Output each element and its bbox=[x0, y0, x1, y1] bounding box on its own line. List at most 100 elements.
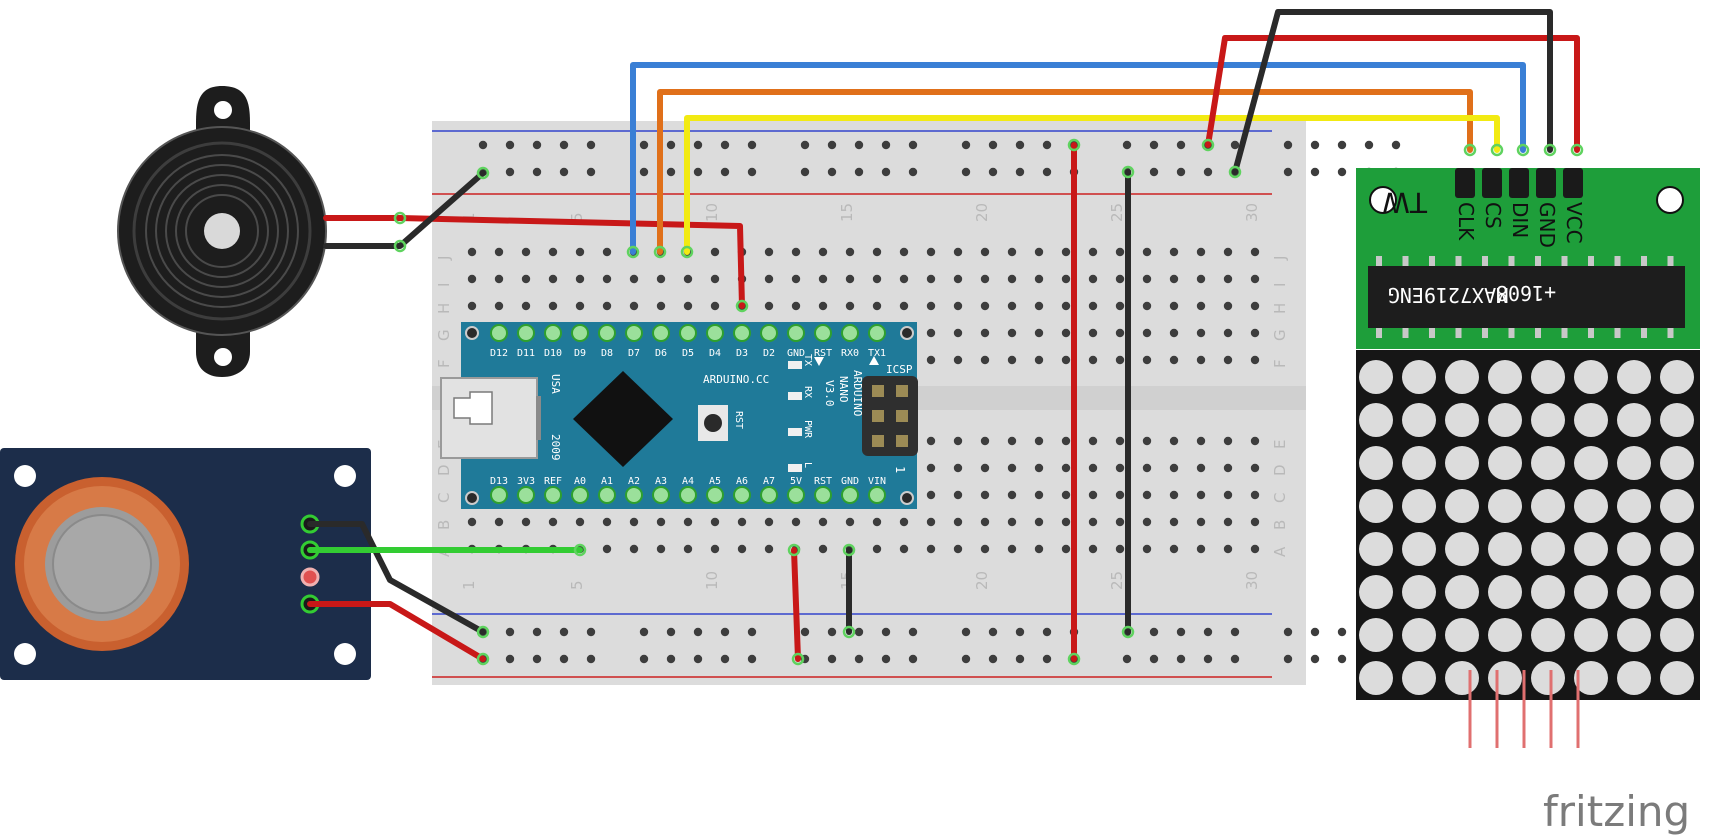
column-number: 25 bbox=[1108, 203, 1126, 222]
chip-leg bbox=[1614, 256, 1621, 268]
nano-pin-label: VIN bbox=[868, 476, 886, 487]
breadboard-hole bbox=[1115, 517, 1125, 527]
matrix-led bbox=[1574, 360, 1608, 394]
breadboard-hole bbox=[656, 544, 666, 554]
rail-hole bbox=[1015, 167, 1025, 177]
rail-hole bbox=[827, 654, 837, 664]
column-number: 20 bbox=[973, 203, 991, 222]
rail-hole bbox=[908, 167, 918, 177]
breadboard-hole bbox=[629, 274, 639, 284]
wire-endpoint bbox=[1516, 143, 1530, 157]
nano-pin-label: D6 bbox=[655, 348, 667, 359]
nano-pin bbox=[787, 324, 805, 342]
breadboard-hole bbox=[980, 247, 990, 257]
wire-endpoint bbox=[1463, 143, 1477, 157]
breadboard-hole bbox=[980, 274, 990, 284]
matrix-led bbox=[1402, 446, 1436, 480]
matrix-led bbox=[1574, 446, 1608, 480]
rail-hole bbox=[1337, 167, 1347, 177]
breadboard-hole bbox=[899, 274, 909, 284]
rail-hole bbox=[559, 654, 569, 664]
breadboard-hole bbox=[872, 544, 882, 554]
breadboard-hole bbox=[926, 436, 936, 446]
breadboard-hole bbox=[467, 274, 477, 284]
breadboard-hole bbox=[1061, 544, 1071, 554]
nano-pin-label: TX1 bbox=[868, 348, 886, 359]
breadboard-hole bbox=[1088, 328, 1098, 338]
breadboard-hole bbox=[926, 517, 936, 527]
breadboard-hole bbox=[926, 355, 936, 365]
nano-pin-label: D2 bbox=[763, 348, 775, 359]
nano-pin-label: D3 bbox=[736, 348, 748, 359]
breadboard-hole bbox=[1169, 301, 1179, 311]
breadboard-hole bbox=[980, 544, 990, 554]
matrix-led bbox=[1660, 661, 1694, 695]
rail-hole bbox=[1337, 627, 1347, 637]
module-logo: TW bbox=[1382, 186, 1428, 219]
matrix-led bbox=[1531, 446, 1565, 480]
row-letter: E bbox=[1271, 440, 1289, 449]
breadboard-hole bbox=[926, 301, 936, 311]
led-label-rx: RX bbox=[802, 386, 813, 398]
bottom-pins bbox=[1468, 670, 1580, 748]
breadboard-hole bbox=[980, 436, 990, 446]
nano-pin bbox=[652, 324, 670, 342]
wire-endpoint bbox=[393, 239, 407, 253]
max7219-chip bbox=[1368, 266, 1685, 328]
breadboard-hole bbox=[1007, 274, 1017, 284]
rail-hole bbox=[1283, 627, 1293, 637]
wire-sensor-power bbox=[307, 601, 486, 662]
breadboard-hole bbox=[1142, 301, 1152, 311]
mount-hole bbox=[465, 326, 479, 340]
breadboard-hole bbox=[764, 544, 774, 554]
breadboard-hole bbox=[953, 436, 963, 446]
matrix-led bbox=[1359, 575, 1393, 609]
wire-endpoint bbox=[476, 625, 490, 639]
chip-sublabel: +1608 bbox=[1496, 281, 1556, 305]
nano-pin bbox=[814, 486, 832, 504]
matrix-led bbox=[1574, 489, 1608, 523]
breadboard-hole bbox=[1196, 247, 1206, 257]
matrix-led bbox=[1574, 403, 1608, 437]
breadboard-hole bbox=[1115, 247, 1125, 257]
nano-name-line: V3.0 bbox=[823, 380, 836, 407]
breadboard-hole bbox=[1007, 301, 1017, 311]
row-letter: B bbox=[435, 520, 453, 530]
rail-hole bbox=[720, 627, 730, 637]
matrix-led bbox=[1488, 446, 1522, 480]
breadboard-hole bbox=[494, 301, 504, 311]
rail-hole bbox=[1042, 167, 1052, 177]
matrix-led bbox=[1445, 661, 1479, 695]
breadboard-hole bbox=[494, 247, 504, 257]
nano-header-pins bbox=[490, 324, 886, 504]
breadboard-hole bbox=[1169, 274, 1179, 284]
breadboard-hole bbox=[1061, 301, 1071, 311]
breadboard-hole bbox=[1250, 463, 1260, 473]
row-letter: I bbox=[435, 283, 453, 287]
breadboard-hole bbox=[1250, 436, 1260, 446]
wire-cs-to-d5 bbox=[684, 115, 1500, 255]
breadboard-hole bbox=[926, 463, 936, 473]
nano-pin bbox=[679, 324, 697, 342]
rst-label: RST bbox=[733, 411, 744, 429]
nano-pin-label: D11 bbox=[517, 348, 535, 359]
chip-leg bbox=[1508, 326, 1515, 338]
breadboard-hole bbox=[575, 274, 585, 284]
breadboard-hole bbox=[1034, 355, 1044, 365]
nano-pin-label: 5V bbox=[790, 476, 802, 487]
rail-hole bbox=[693, 654, 703, 664]
breadboard-hole bbox=[1115, 544, 1125, 554]
rail-hole bbox=[532, 140, 542, 150]
nano-pin bbox=[490, 324, 508, 342]
breadboard-hole bbox=[845, 274, 855, 284]
breadboard-hole bbox=[818, 301, 828, 311]
breadboard-hole bbox=[1196, 328, 1206, 338]
nano-pin bbox=[544, 324, 562, 342]
rail-hole bbox=[961, 627, 971, 637]
icsp-pin1-label: 1 bbox=[893, 466, 907, 473]
nano-pin-label: RST bbox=[814, 348, 832, 359]
matrix-led bbox=[1359, 661, 1393, 695]
rail-hole bbox=[800, 627, 810, 637]
breadboard-hole bbox=[1142, 490, 1152, 500]
